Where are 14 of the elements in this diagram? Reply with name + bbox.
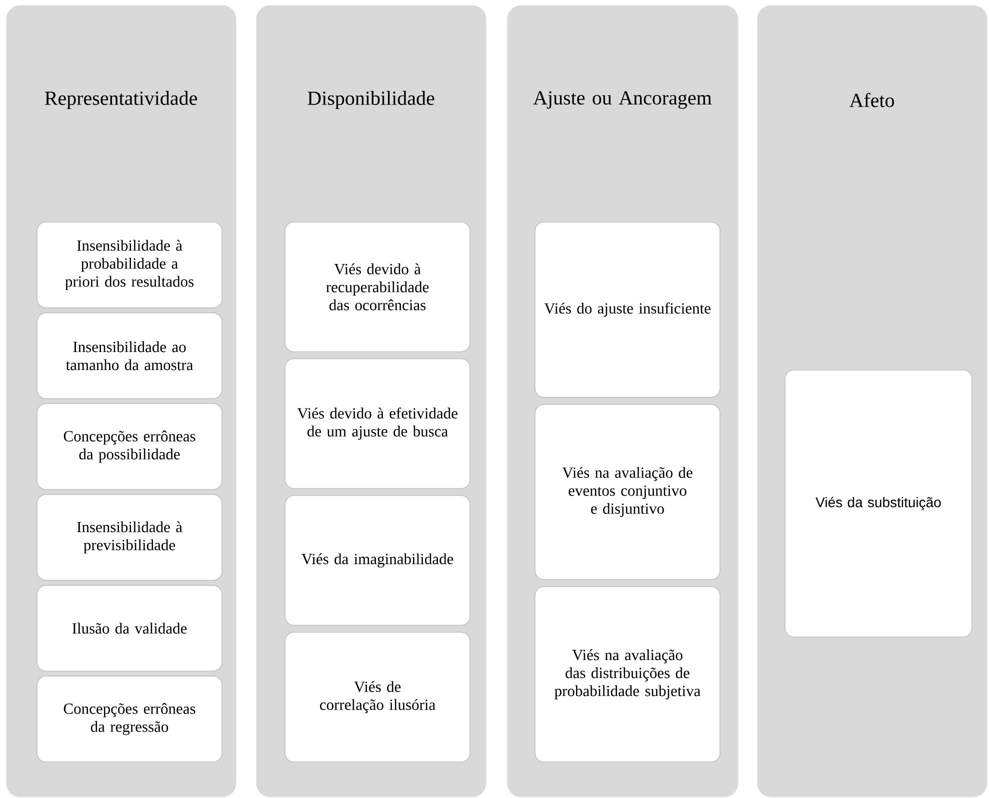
text-box: Viés na avaliação de eventos conjuntivo e disjuntivo bbox=[534, 404, 720, 580]
text-box: Viés da substituição bbox=[784, 370, 972, 638]
text-box: Viés devido à efetividade de um ajuste de busca bbox=[284, 358, 470, 489]
text-box: Viés da imaginabilidade bbox=[284, 495, 470, 626]
text-box: Viés na avaliação das distribuições de probabilidade subjetiva bbox=[534, 586, 720, 762]
text-box: Viés devido à recuperabilidade das ocorrências bbox=[284, 222, 470, 352]
text-box: Viés do ajuste insuficiente bbox=[534, 222, 720, 398]
text-box: Insensibilidade à probabilidade a priori dos resultados bbox=[36, 222, 222, 308]
text-box: Insensibilidade ao tamanho da amostra bbox=[36, 312, 222, 400]
text-box: Viés de correlação ilusória bbox=[284, 632, 470, 762]
text-box: Concepções errôneas da regressão bbox=[36, 676, 222, 762]
text-box: Concepções errôneas da possibilidade bbox=[36, 403, 222, 490]
text-box: Insensibilidade à previsibilidade bbox=[36, 494, 222, 581]
text-box: Ilusão da validade bbox=[36, 584, 222, 672]
